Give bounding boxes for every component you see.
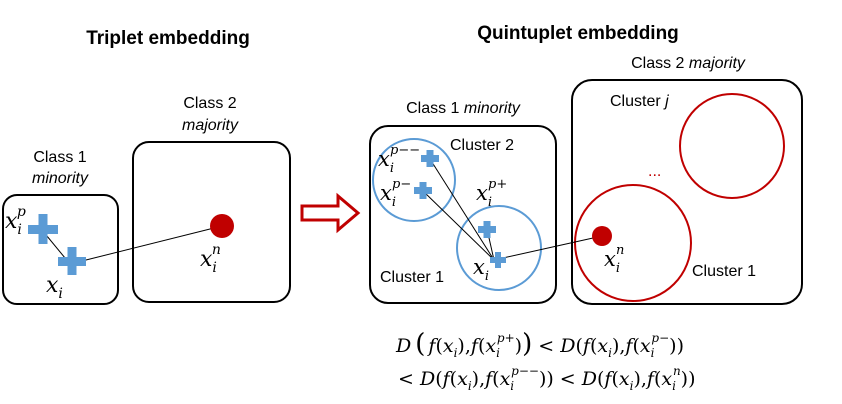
triplet-class2-group: Class 2 majority (132, 95, 291, 303)
triplet-anchor-plus-icon (58, 247, 86, 275)
triplet-label-x: xi (46, 273, 63, 302)
quint-clusterj-label: Cluster j (610, 93, 669, 110)
title-quintuplet: Quintuplet embedding (477, 23, 679, 44)
triplet-negative-point (210, 214, 234, 238)
triplet-class1-label: Class 1 (33, 149, 86, 166)
title-triplet: Triplet embedding (86, 28, 250, 49)
quint-label-xn: xin (604, 243, 624, 276)
quint-class2-group: Class 2 majority Cluster j ... Cluster 1 (571, 55, 803, 305)
quint-class2-cluster1-label: Cluster 1 (692, 263, 756, 280)
quint-cluster1-label: Cluster 1 (380, 269, 444, 286)
quint-p-minus-minus-plus-icon (421, 150, 439, 167)
quint-p-plus-plus-icon (478, 221, 496, 238)
quint-class1-label: Class 1 minority (406, 100, 521, 117)
quint-p-minus-plus-icon (414, 182, 432, 199)
formula-line-2: < D(f(xi),f(xip−−)) < D(f(xi),f(xin)) (398, 364, 696, 393)
quint-label-xi: xi (473, 255, 489, 284)
quint-label-xpm: xip− (380, 177, 411, 210)
quint-cluster2-label: Cluster 2 (450, 137, 514, 154)
quint-class2-box (571, 79, 803, 305)
quint-anchor-plus-icon (490, 252, 506, 268)
quint-cluster1-circle (456, 205, 542, 291)
quint-label-xpp: xip+ (476, 177, 507, 210)
quint-cluster2-circle (372, 138, 456, 222)
quint-label-xpmm: xip−− (378, 143, 420, 176)
quint-class1-box (369, 125, 557, 304)
quint-ellipsis: ... (648, 163, 661, 180)
triplet-label-xn: xin (200, 242, 221, 276)
quint-class2-cluster1-circle (574, 184, 692, 302)
triplet-class1-sublabel: minority (32, 170, 89, 187)
triplet-positive-plus-icon (28, 214, 58, 244)
transition-arrow-icon (300, 192, 361, 234)
quint-negative-point (592, 226, 612, 246)
quint-clusterj-circle (679, 93, 785, 199)
triplet-class1-group: Class 1 minority (2, 149, 119, 305)
formula-line-1: D(f(xi),f(xip+)) < D(f(xi),f(xip−)) (395, 329, 684, 360)
triplet-class1-box (2, 194, 119, 305)
triplet-class2-box (132, 141, 291, 303)
triplet-class2-sublabel: majority (182, 117, 239, 134)
triplet-label-xp: xip (5, 204, 26, 238)
triplet-class2-label: Class 2 (183, 95, 236, 112)
quint-class2-label: Class 2 majority (631, 55, 746, 72)
quint-class1-group: Class 1 minority Cluster 2 Cluster 1 (369, 100, 557, 304)
triplet-line-anchor-negative (69, 225, 223, 265)
